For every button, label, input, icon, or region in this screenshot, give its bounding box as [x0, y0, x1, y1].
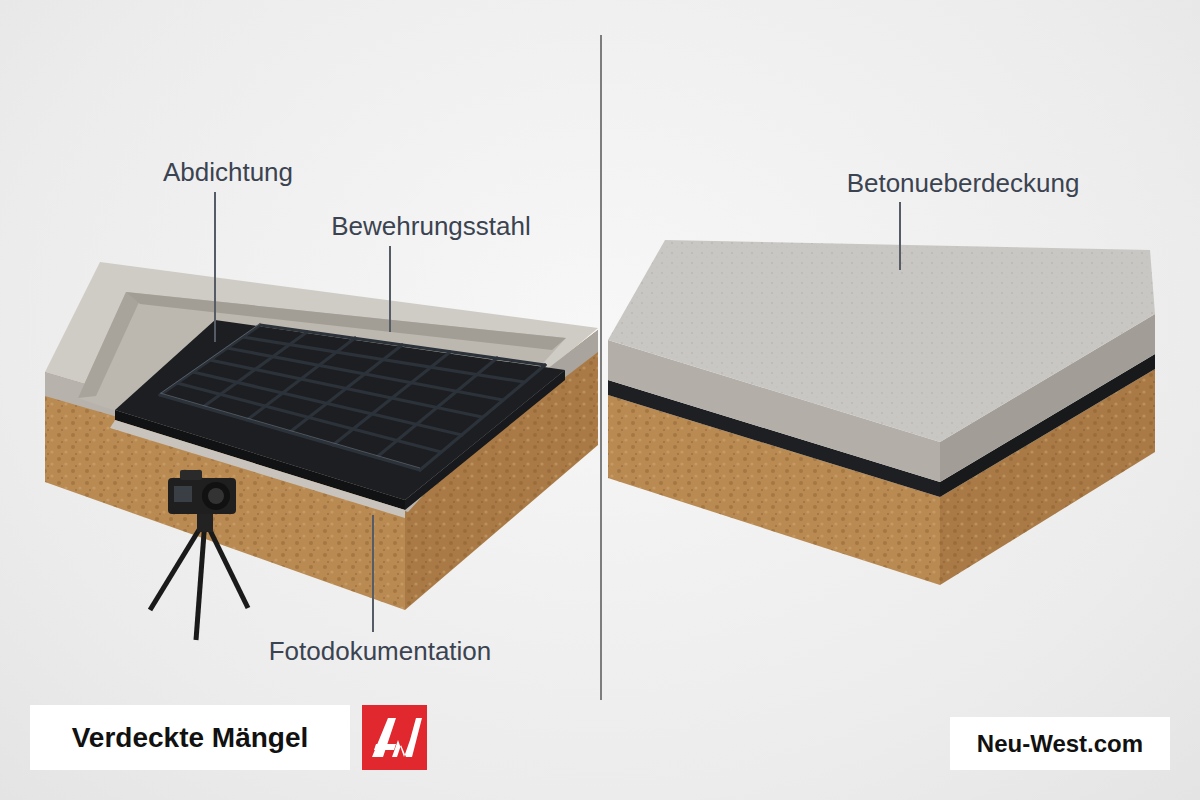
- part-label: Fotodokumentation: [269, 637, 492, 666]
- part-label: Bewehrungsstahl: [331, 212, 530, 241]
- open-foundation: [45, 262, 598, 610]
- rebar-mesh: [160, 325, 545, 470]
- brand-logo: [362, 705, 427, 770]
- part-label: Abdichtung: [163, 158, 293, 187]
- leader-lines: [215, 192, 900, 632]
- brand-box: Neu-West.com: [950, 717, 1170, 770]
- divider-line: [600, 35, 602, 700]
- part-label: Betonueberdeckung: [847, 169, 1080, 198]
- box-text: Verdeckte Mängel: [72, 722, 309, 754]
- camera-tripod: [150, 470, 248, 640]
- covered-slab: [608, 240, 1155, 585]
- box-text: Neu-West.com: [977, 730, 1143, 758]
- title-box: Verdeckte Mängel: [30, 705, 350, 770]
